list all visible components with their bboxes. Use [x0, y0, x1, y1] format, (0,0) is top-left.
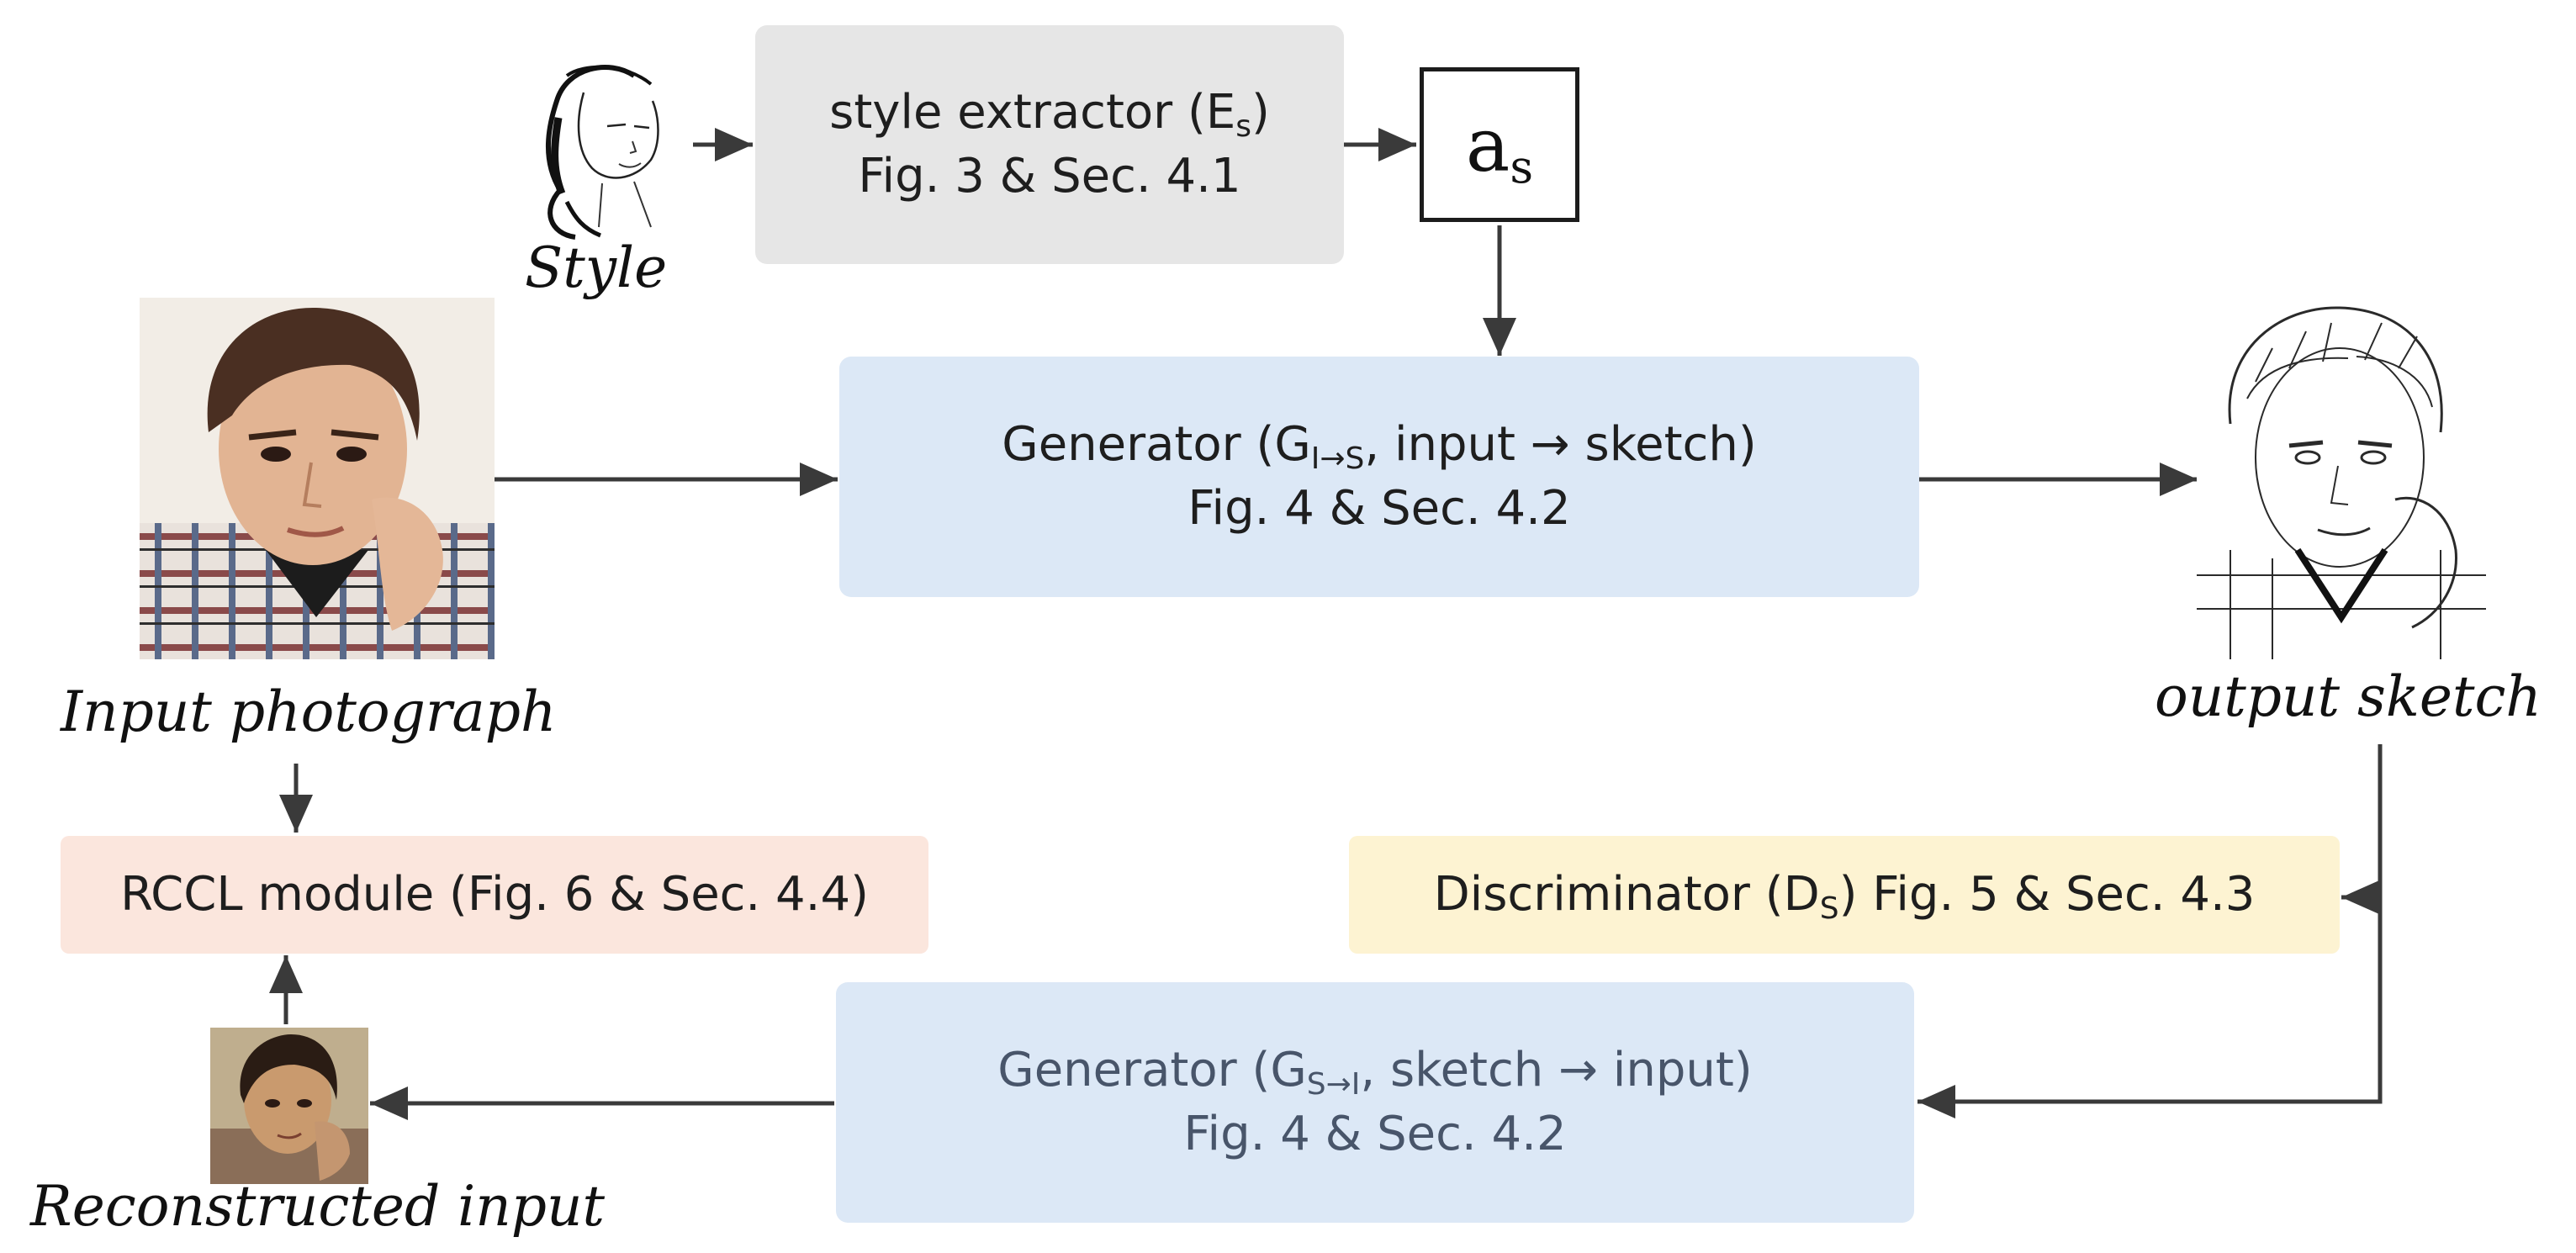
- reconstructed-photo-image: [210, 1028, 368, 1184]
- generator-forward-ref: Fig. 4 & Sec. 4.2: [1187, 481, 1571, 536]
- discriminator-label: Discriminator (DS) Fig. 5 & Sec. 4.3: [1433, 867, 2256, 926]
- arrow-sketch-to-discriminator: [2341, 744, 2383, 914]
- caption-style: Style: [525, 235, 668, 300]
- output-sketch-image: [2197, 298, 2486, 659]
- discriminator-box: Discriminator (DS) Fig. 5 & Sec. 4.3: [1349, 836, 2340, 954]
- generator-backward-label: Generator (GS→I, sketch → input): [997, 1043, 1753, 1102]
- caption-input: Input photograph: [61, 679, 557, 744]
- input-photo-image: [140, 298, 495, 659]
- style-extractor-ref: Fig. 3 & Sec. 4.1: [858, 149, 1241, 204]
- style-code-symbol: as: [1465, 101, 1534, 193]
- rccl-module-label: RCCL module (Fig. 6 & Sec. 4.4): [120, 867, 869, 922]
- generator-forward-label: Generator (GI→S, input → sketch): [1002, 417, 1757, 476]
- style-code-box: as: [1420, 67, 1579, 222]
- generator-forward-box: Generator (GI→S, input → sketch) Fig. 4 …: [839, 357, 1919, 597]
- generator-backward-box: Generator (GS→I, sketch → input) Fig. 4 …: [836, 982, 1914, 1223]
- style-extractor-box: style extractor (Es) Fig. 3 & Sec. 4.1: [755, 25, 1344, 264]
- arrow-sketch-to-generator-backward: [1917, 897, 2383, 1118]
- style-extractor-label: style extractor (Es): [829, 85, 1270, 144]
- style-sketch-image: [508, 42, 693, 244]
- caption-output: output sketch: [2155, 664, 2542, 729]
- caption-reconstructed: Reconstructed input: [30, 1174, 606, 1239]
- generator-backward-ref: Fig. 4 & Sec. 4.2: [1183, 1107, 1567, 1161]
- rccl-module-box: RCCL module (Fig. 6 & Sec. 4.4): [61, 836, 928, 954]
